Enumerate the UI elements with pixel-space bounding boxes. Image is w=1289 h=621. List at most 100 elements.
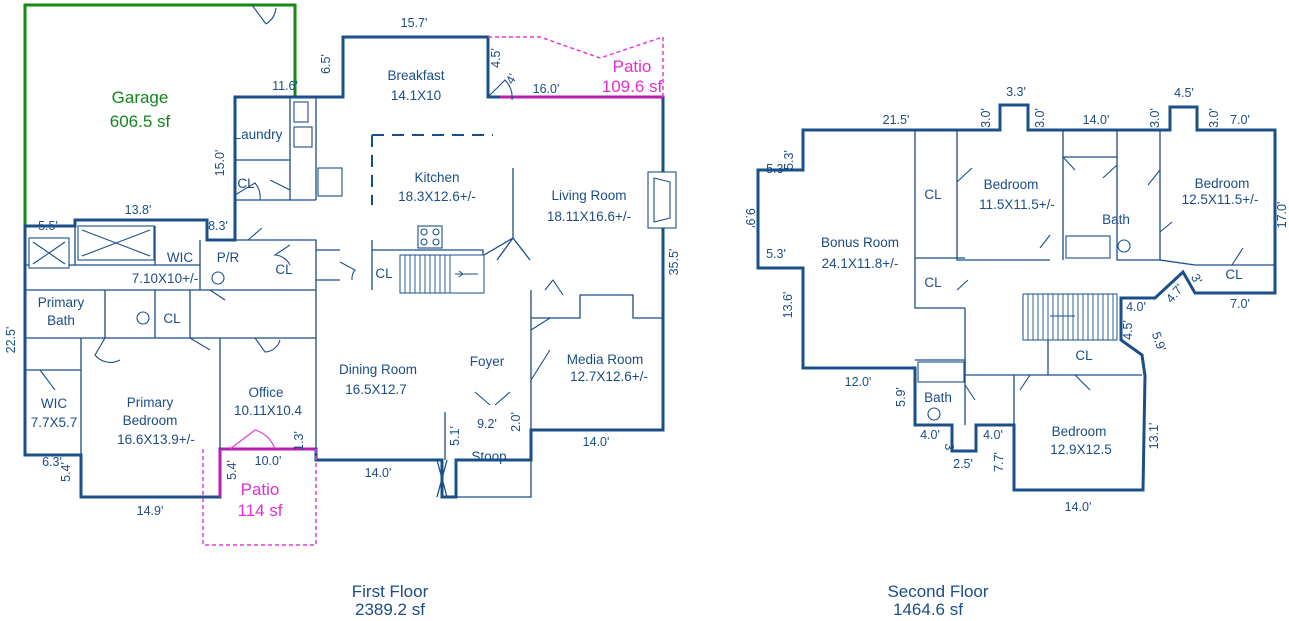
dining-label: Dining Room xyxy=(339,362,417,377)
living-label: Living Room xyxy=(551,188,626,203)
wic-main-size: 7.10X10+/- xyxy=(132,271,198,286)
closet-2f-b: CL xyxy=(924,275,942,290)
dim2-3-3: 3.3' xyxy=(1006,85,1026,99)
dim2-21-5: 21.5' xyxy=(883,113,910,127)
media-size: 12.7X12.6+/- xyxy=(570,369,648,384)
dim2-7-7: 7.7' xyxy=(992,452,1006,472)
dim2-5-3c: 5.3' xyxy=(766,247,786,261)
dryer xyxy=(293,126,313,148)
patio-back-area: 109.6 sf xyxy=(602,77,663,96)
bonus-size: 24.1X11.8+/- xyxy=(822,256,899,271)
wic-small-label: WIC xyxy=(41,396,67,411)
dim2-3-0d: 3.0' xyxy=(1207,108,1221,128)
patio-back-outline xyxy=(488,35,664,97)
primary-toilet xyxy=(136,311,150,325)
cooktop xyxy=(417,225,443,249)
pr-toilet xyxy=(211,271,225,285)
dim-15-0: 15.0' xyxy=(213,150,227,177)
dim2-7-0a: 7.0' xyxy=(1230,113,1250,127)
fireplace xyxy=(647,171,677,229)
wic-small-size: 7.7X5.7 xyxy=(31,415,78,430)
office-label: Office xyxy=(248,385,283,400)
second-floor-interior-walls xyxy=(914,130,1275,425)
bed1-size: 11.5X11.5+/- xyxy=(979,197,1055,212)
primary-bath-label-2: Bath xyxy=(47,313,75,328)
dim-11-6: 11.6' xyxy=(272,79,298,93)
dim2-4-5b: 4.5' xyxy=(1121,320,1135,340)
breakfast-label: Breakfast xyxy=(387,68,444,83)
dim2-5-9a: 5.9' xyxy=(1149,330,1169,353)
dim2-4-0: 4.0' xyxy=(1126,300,1146,314)
laundry-label: Laundry xyxy=(234,127,283,142)
first-floor-caption-area: 2389.2 sf xyxy=(355,600,425,619)
dim-4-5: 4.5' xyxy=(489,48,503,68)
primary-bedroom-label-2: Bedroom xyxy=(123,413,178,428)
garage-door-swing xyxy=(251,4,277,25)
patio-back-label: Patio xyxy=(613,57,652,76)
dim-14-9: 14.9' xyxy=(137,504,164,518)
closet-laundry: CL xyxy=(237,176,255,191)
patio-office-area: 114 sf xyxy=(237,501,282,520)
closet-hall: CL xyxy=(275,262,293,277)
bath1-label: Bath xyxy=(1102,212,1130,227)
primary-bath-label-1: Primary xyxy=(38,295,85,310)
primary-bedroom-size: 16.6X13.9+/- xyxy=(117,432,195,447)
media-label: Media Room xyxy=(567,352,644,367)
dim2-3-0a: 3.0' xyxy=(979,108,993,128)
first-floor-plan: Garage 606.5 sf Patio 109.6 sf Patio 114… xyxy=(4,3,681,619)
dim2-17-0: 17.0' xyxy=(1275,202,1289,229)
dim-4: 4' xyxy=(503,71,520,86)
dim2-4-0c: 4.0' xyxy=(983,428,1003,442)
dim-5-1: 5.1' xyxy=(448,426,462,446)
first-floor-interior-walls xyxy=(25,97,663,460)
patio-office-label: Patio xyxy=(241,480,280,499)
bath2-toilet xyxy=(927,407,941,421)
dim-9-2: 9.2' xyxy=(477,417,497,431)
bath2-label: Bath xyxy=(924,390,952,405)
dim2-4-0b: 4.0' xyxy=(920,428,940,442)
dim2-9-9: 9.9' xyxy=(743,208,757,228)
dim2-13-6: 13.6' xyxy=(781,292,795,319)
kitchen-size: 18.3X12.6+/- xyxy=(398,189,476,204)
dim2-5-9b: 5.9' xyxy=(894,387,908,407)
bath1-toilet xyxy=(1117,239,1131,253)
dim2-3-0c: 3.0' xyxy=(1148,108,1162,128)
kitchen-label: Kitchen xyxy=(414,170,459,185)
dim2-2-5: 2.5' xyxy=(953,457,973,471)
closet-2f-d: CL xyxy=(1225,267,1243,282)
dim2-12-0: 12.0' xyxy=(845,375,872,389)
second-floor-exterior-wall xyxy=(756,103,1277,492)
dim2-4-5: 4.5' xyxy=(1174,86,1194,100)
dim2-5-3a: 5.3' xyxy=(782,150,796,170)
bath2-tub xyxy=(917,361,965,383)
closet-primary: CL xyxy=(163,311,181,326)
laundry-sink xyxy=(317,167,343,197)
bed2-label: Bedroom xyxy=(1195,176,1250,191)
bed2-size: 12.5X11.5+/- xyxy=(1182,192,1259,207)
dim2-4-7: 4.7' xyxy=(1163,281,1186,305)
kitchen-island-dashed xyxy=(371,134,493,205)
bed1-label: Bedroom xyxy=(984,177,1039,192)
washer xyxy=(293,101,309,123)
living-size: 18.11X16.6+/- xyxy=(547,209,631,224)
pr-label: P/R xyxy=(217,250,240,265)
dim-5-4-left: 5.4' xyxy=(59,462,73,482)
dim2-13-1: 13.1' xyxy=(1147,423,1161,450)
dim-16-0: 16.0' xyxy=(533,82,560,96)
dim-5-5: 5.5' xyxy=(38,219,58,233)
dim-10-0: 10.0' xyxy=(255,454,282,468)
closet-2f-a: CL xyxy=(924,187,942,202)
first-floor-caption-title: First Floor xyxy=(352,582,429,601)
dim-13-8: 13.8' xyxy=(125,203,152,217)
closet-2f-c: CL xyxy=(1075,348,1093,363)
dim2-3b: 3' xyxy=(942,443,956,452)
bath1-tub xyxy=(1065,235,1111,259)
dim-35-5: 35.5' xyxy=(667,249,681,276)
dim2-7-0b: 7.0' xyxy=(1230,297,1250,311)
dim-22-5: 22.5' xyxy=(4,327,18,354)
dim2-14-0-top: 14.0' xyxy=(1083,113,1110,127)
garage-area: 606.5 sf xyxy=(110,112,171,131)
dim-6-5: 6.5' xyxy=(319,54,333,74)
dim-1-3: 1.3' xyxy=(292,431,306,451)
second-floor-stairs xyxy=(1022,293,1118,341)
